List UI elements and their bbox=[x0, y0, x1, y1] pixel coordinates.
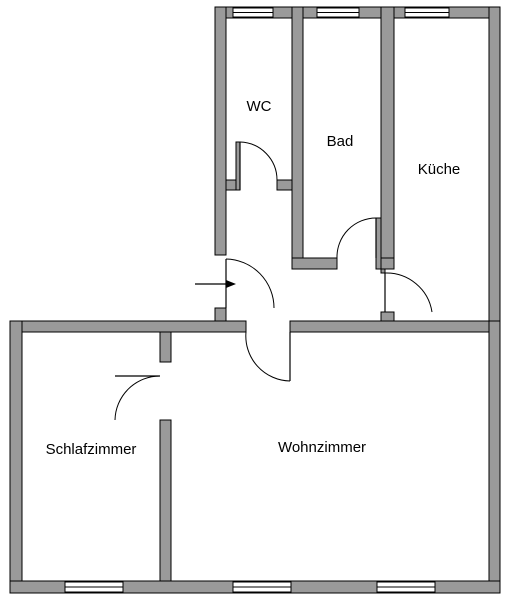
arrow-right-icon bbox=[195, 280, 236, 288]
door-wohnzimmer bbox=[245, 331, 291, 382]
wall-bad-bottom bbox=[291, 257, 338, 270]
window-wohnzimmer-2 bbox=[376, 581, 436, 593]
window-kueche bbox=[404, 7, 450, 18]
wall-wc-bottom-right bbox=[276, 179, 293, 191]
wall-kueche-stub2 bbox=[380, 268, 386, 274]
wall-wc-bad bbox=[291, 6, 304, 270]
window-schlafzimmer bbox=[64, 581, 124, 593]
room-label-bad: Bad bbox=[327, 133, 354, 150]
wall-upper-right bbox=[488, 6, 501, 333]
wall-mid-right bbox=[289, 320, 501, 333]
wall-schlaf-wohn-top bbox=[159, 331, 172, 363]
wall-kitchen-door-jamb bbox=[380, 311, 395, 322]
door-wc bbox=[239, 141, 278, 190]
door-bad bbox=[336, 217, 377, 259]
wall-lower-left bbox=[9, 320, 23, 594]
window-wohnzimmer-1 bbox=[232, 581, 292, 593]
doors bbox=[114, 141, 433, 421]
door-kueche bbox=[384, 272, 433, 313]
room-label-wc: WC bbox=[247, 98, 272, 115]
windows bbox=[64, 7, 450, 593]
wall-bad-jamb bbox=[375, 217, 382, 270]
room-label-kueche: Küche bbox=[418, 161, 461, 178]
wall-hall-left-stub bbox=[214, 307, 227, 323]
wall-kueche-stub bbox=[380, 257, 395, 270]
window-bad bbox=[316, 7, 360, 18]
room-label-schlafzimmer: Schlafzimmer bbox=[46, 441, 137, 458]
wall-mid-left bbox=[9, 320, 247, 333]
wall-lower-right bbox=[488, 320, 501, 594]
window-wc bbox=[232, 7, 274, 18]
wall-upper-left bbox=[214, 6, 227, 256]
walls bbox=[9, 6, 501, 594]
room-label-wohnzimmer: Wohnzimmer bbox=[278, 439, 366, 456]
door-schlafzimmer bbox=[114, 375, 161, 421]
wall-schlaf-wohn bbox=[159, 419, 172, 582]
wall-bad-kueche bbox=[380, 6, 395, 270]
